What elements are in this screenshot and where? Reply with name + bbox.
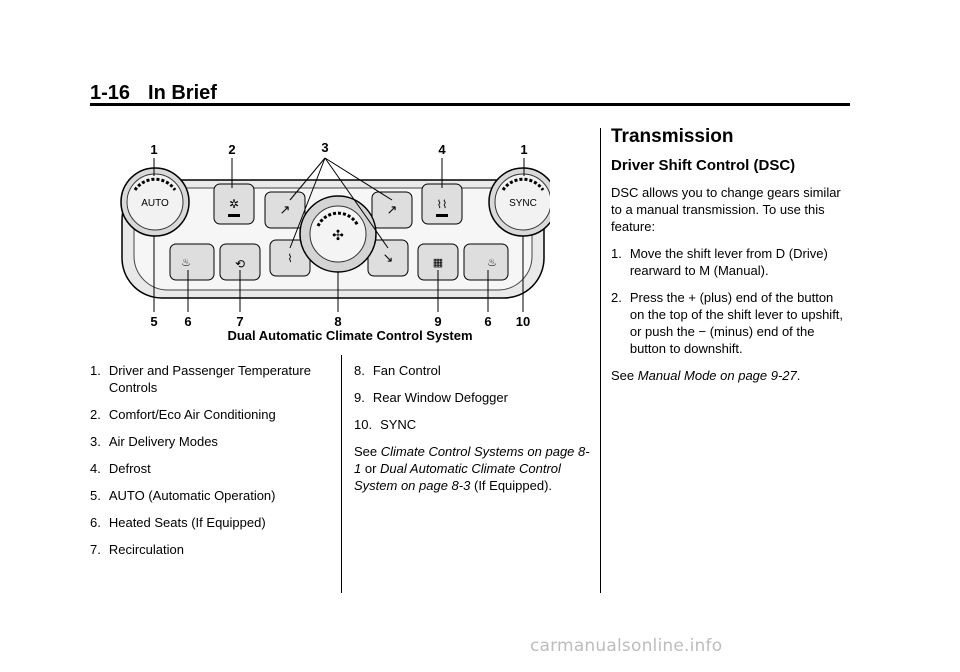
svg-text:✣: ✣	[332, 227, 344, 243]
transmission-heading: Transmission	[611, 126, 734, 147]
list-item-number: 4.	[90, 461, 101, 476]
callout-5: 5	[150, 314, 157, 329]
step-text: Move the shift lever from D (Drive) rear…	[629, 246, 828, 278]
list-item: 6. Heated Seats (If Equipped)	[90, 514, 330, 531]
list-item-text: Heated Seats (If Equipped)	[108, 515, 266, 530]
list-item: 1. Move the shift lever from D (Drive) re…	[611, 245, 851, 279]
list-item-text: Air Delivery Modes	[108, 434, 218, 449]
column-divider-right	[600, 128, 601, 593]
dual-climate-reference: Dual Automatic Climate Control System on…	[354, 461, 561, 493]
callout-7: 7	[236, 314, 243, 329]
callout-9: 9	[434, 314, 441, 329]
callout-8: 8	[334, 314, 341, 329]
see-word: See	[354, 444, 378, 459]
list-item-text: Recirculation	[108, 542, 184, 557]
list-item-number: 7.	[90, 542, 101, 557]
dsc-subheading: Driver Shift Control (DSC)	[611, 157, 796, 174]
heated-seat-left-button	[169, 243, 215, 281]
list-item: 5. AUTO (Automatic Operation)	[90, 487, 330, 504]
or-word: or	[364, 461, 377, 476]
watermark: carmanualsonline.info	[530, 636, 723, 656]
auto-knob-label: AUTO	[141, 198, 169, 209]
svg-text:♨: ♨	[181, 257, 191, 269]
list-item: 2. Comfort/Eco Air Conditioning	[90, 406, 330, 423]
legend-column-left: 1. Driver and Passenger Temperature Contr…	[90, 362, 330, 568]
list-item-number: 6.	[90, 515, 101, 530]
callout-1-right: 1	[520, 142, 527, 157]
list-item-number: 3.	[90, 434, 101, 449]
list-item-number: 10.	[354, 417, 373, 432]
header-rule	[90, 103, 850, 106]
figure-caption: Dual Automatic Climate Control System	[227, 328, 473, 343]
step-number: 1.	[611, 246, 622, 261]
callout-3: 3	[321, 140, 328, 155]
step-text: Press the + (plus) end of the button on …	[629, 290, 844, 356]
page-header: 1-16 In Brief	[90, 82, 217, 105]
ac-eco-button	[213, 183, 255, 225]
see-word: See	[611, 368, 635, 383]
list-item-number: 1.	[90, 363, 101, 378]
list-item: 3. Air Delivery Modes	[90, 433, 330, 450]
list-item-number: 5.	[90, 488, 101, 503]
mode-button-right-upper	[371, 191, 413, 229]
svg-text:↗: ↗	[280, 202, 291, 217]
section-title: In Brief	[148, 82, 217, 104]
list-item: 10. SYNC	[354, 416, 594, 433]
manual-mode-reference: Manual Mode on page 9-27	[637, 368, 797, 383]
list-item-text: Fan Control	[372, 363, 441, 378]
list-item: 7. Recirculation	[90, 541, 330, 558]
page-number: 1-16	[90, 82, 131, 104]
callout-4: 4	[438, 142, 446, 157]
list-item: 2. Press the + (plus) end of the button o…	[611, 289, 851, 357]
svg-text:↗: ↗	[387, 202, 398, 217]
svg-text:▦: ▦	[433, 257, 443, 269]
sync-knob-label: SYNC	[509, 198, 537, 209]
fan-control-knob: ✣	[299, 195, 377, 273]
climate-control-illustration: 1 2 3 4 1 AUTO SYNC ✲ ↗ ↗ ⌇⌇ ♨ ⟲ ⌇ ↘ ▦ ♨	[120, 140, 550, 329]
heated-seat-right-button	[463, 243, 509, 281]
list-item-number: 9.	[354, 390, 365, 405]
climate-control-reference: Climate Control Systems on page 8-1	[354, 444, 590, 476]
list-item: 8. Fan Control	[354, 362, 594, 379]
list-item-number: 2.	[90, 407, 101, 422]
callout-leaders	[153, 157, 525, 312]
list-item: 4. Defrost	[90, 460, 330, 477]
svg-text:↘: ↘	[383, 250, 394, 265]
column-divider-left	[341, 355, 342, 593]
callout-1-left: 1	[150, 142, 157, 157]
list-item: 9. Rear Window Defogger	[354, 389, 594, 406]
left-temperature-knob: AUTO	[120, 167, 190, 237]
climate-reference-paragraph: See Climate Control Systems on page 8-1 …	[354, 443, 594, 494]
svg-text:✲: ✲	[229, 197, 239, 211]
callout-6-left: 6	[184, 314, 191, 329]
list-item-text: Driver and Passenger Temperature Control…	[108, 363, 311, 395]
if-equipped-text: (If Equipped).	[473, 478, 553, 493]
step-number: 2.	[611, 290, 622, 305]
period: .	[796, 368, 801, 383]
list-item: 1. Driver and Passenger Temperature Contr…	[90, 362, 330, 396]
list-item-text: Defrost	[108, 461, 151, 476]
callout-2: 2	[228, 142, 235, 157]
callout-10: 10	[516, 314, 530, 329]
svg-text:⟲: ⟲	[235, 257, 245, 271]
dsc-intro: DSC allows you to change gears similar t…	[611, 185, 841, 234]
list-item-number: 8.	[354, 363, 365, 378]
transmission-section: Transmission Driver Shift Control (DSC) …	[611, 126, 851, 394]
list-item-text: SYNC	[380, 417, 417, 432]
svg-text:⌇: ⌇	[287, 253, 292, 265]
manual-mode-reference-paragraph: See Manual Mode on page 9-27.	[611, 367, 851, 384]
list-item-text: AUTO (Automatic Operation)	[108, 488, 276, 503]
list-item-text: Comfort/Eco Air Conditioning	[108, 407, 276, 422]
svg-text:⌇⌇: ⌇⌇	[437, 199, 448, 211]
callout-6-right: 6	[484, 314, 491, 329]
right-temperature-knob: SYNC	[488, 167, 550, 237]
legend-column-right: 8. Fan Control 9. Rear Window Defogger 10.…	[354, 362, 594, 504]
list-item-text: Rear Window Defogger	[372, 390, 508, 405]
svg-text:♨: ♨	[487, 257, 497, 269]
